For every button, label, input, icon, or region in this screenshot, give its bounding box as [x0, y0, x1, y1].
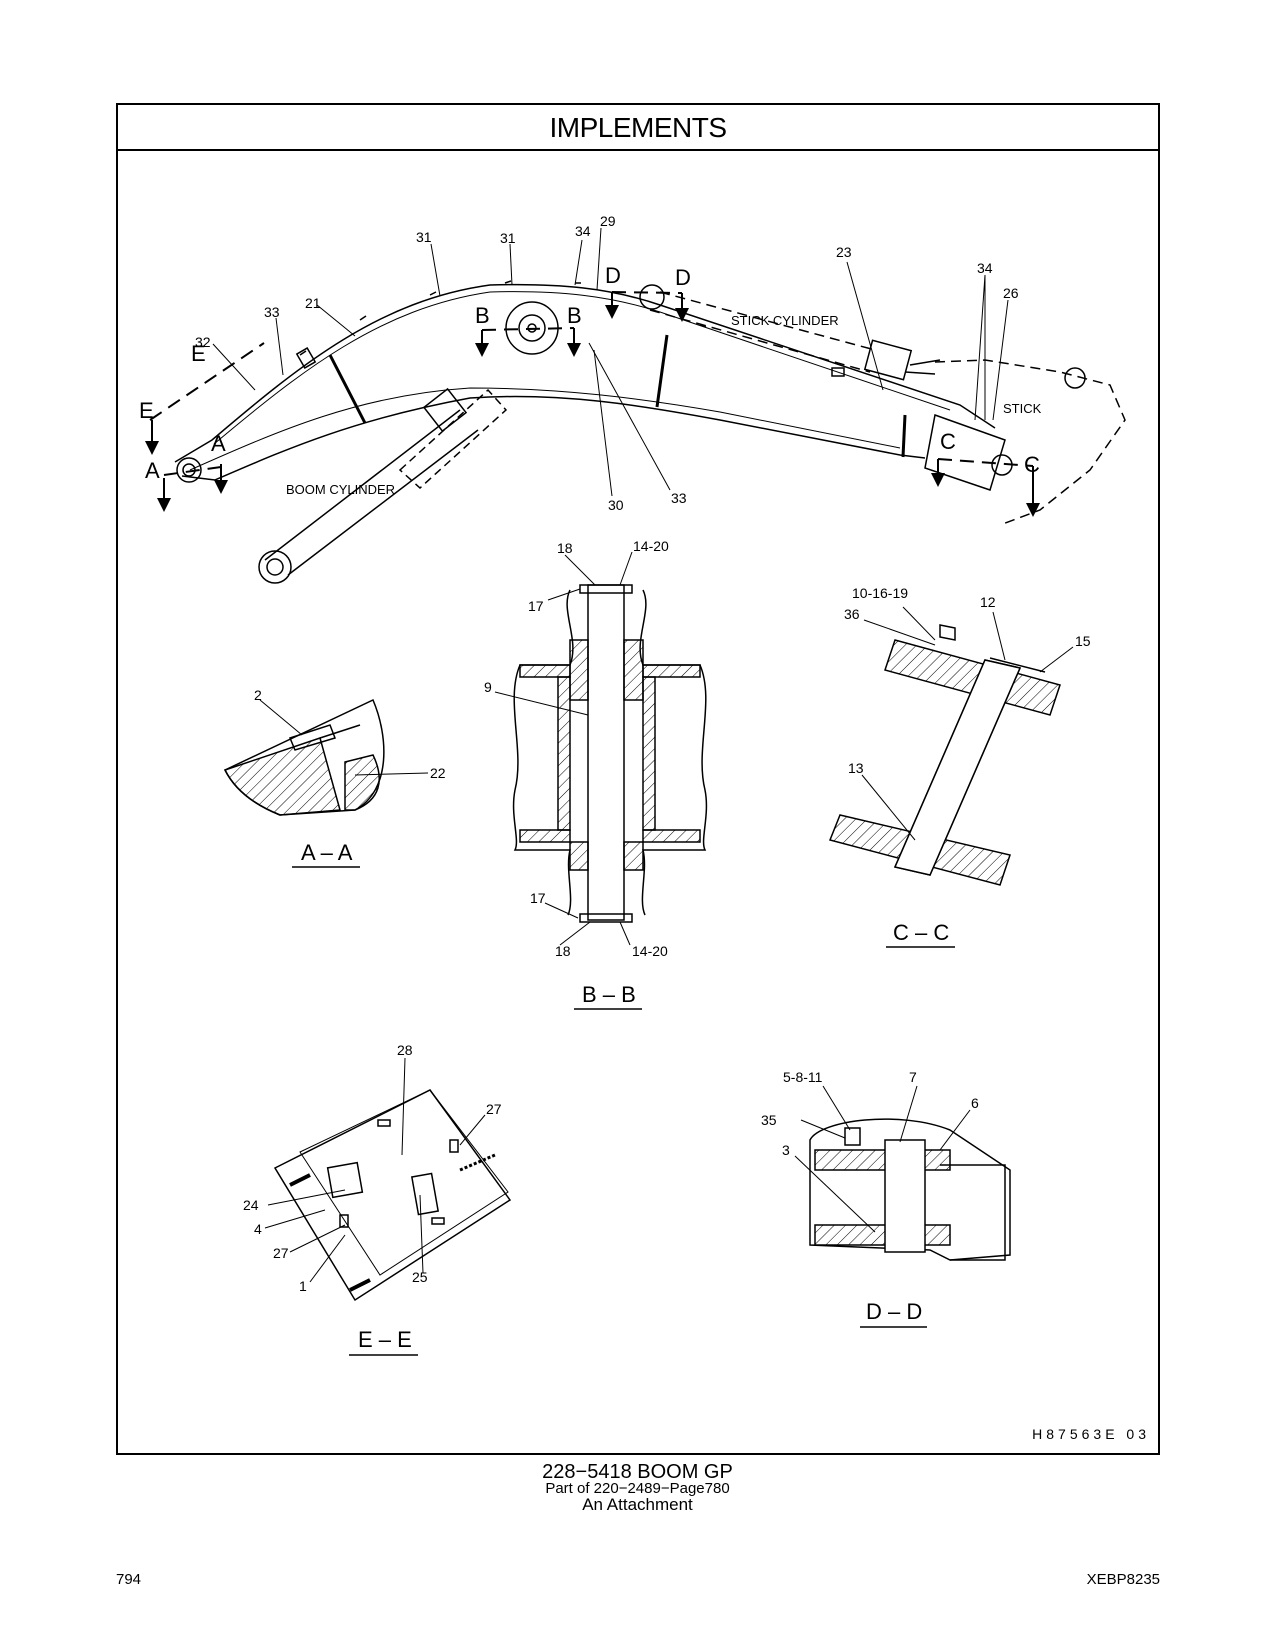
- svg-text:31: 31: [416, 229, 432, 245]
- svg-text:14-20: 14-20: [633, 538, 669, 554]
- cc-callouts: [861, 606, 1074, 841]
- svg-text:3: 3: [782, 1142, 790, 1158]
- svg-text:36: 36: [844, 606, 860, 622]
- svg-text:34: 34: [977, 260, 993, 276]
- svg-text:5-8-11: 5-8-11: [783, 1069, 823, 1085]
- bb-part-numbers: 18 14-20 17 9 17 18 14-20: [484, 538, 669, 959]
- svg-text:27: 27: [486, 1101, 502, 1117]
- document-id: XEBP8235: [1086, 1571, 1160, 1588]
- section-cc-title: C – C: [893, 920, 949, 945]
- page-title: IMPLEMENTS: [118, 105, 1158, 151]
- cc-part-numbers: 10-16-19 12 36 15 13: [844, 585, 1091, 776]
- svg-text:32: 32: [195, 334, 211, 350]
- svg-text:D: D: [605, 263, 621, 288]
- drawing-id: H87563E 03: [1032, 1426, 1150, 1442]
- svg-text:9: 9: [484, 679, 492, 695]
- section-cut-lines: [149, 291, 1034, 476]
- svg-text:14-20: 14-20: [632, 943, 668, 959]
- svg-text:A: A: [145, 458, 160, 483]
- page-number: 794: [116, 1571, 142, 1588]
- svg-text:A: A: [211, 431, 226, 456]
- group-title: 228−5418 BOOM GP: [542, 1461, 733, 1483]
- dd-callouts: [794, 1085, 971, 1233]
- svg-text:17: 17: [528, 598, 544, 614]
- aa-label-2: 2: [254, 687, 262, 703]
- svg-text:31: 31: [500, 230, 516, 246]
- ee-callouts: [264, 1057, 486, 1283]
- svg-text:C: C: [1024, 452, 1040, 477]
- svg-text:18: 18: [557, 540, 573, 556]
- section-ee-title: E – E: [358, 1327, 412, 1352]
- boom-cylinder-label: BOOM CYLINDER: [286, 482, 395, 497]
- main-view-callouts: [212, 227, 1009, 497]
- svg-text:B: B: [567, 303, 582, 328]
- section-dd-title: D – D: [866, 1299, 922, 1324]
- svg-text:10-16-19: 10-16-19: [852, 585, 908, 601]
- group-parent-reference: Part of 220−2489−Page780: [545, 1480, 730, 1497]
- section-e-e: [273, 1089, 512, 1302]
- aa-label-22: 22: [430, 765, 446, 781]
- svg-text:25: 25: [412, 1269, 428, 1285]
- svg-text:18: 18: [555, 943, 571, 959]
- section-b-b: [512, 584, 708, 923]
- stick-label: STICK: [1003, 401, 1042, 416]
- ee-part-numbers: 28 27 24 4 27 1 25: [243, 1042, 502, 1294]
- svg-text:17: 17: [530, 890, 546, 906]
- svg-text:21: 21: [305, 295, 321, 311]
- svg-text:1: 1: [299, 1278, 307, 1294]
- svg-text:34: 34: [575, 223, 591, 239]
- main-view-part-numbers: 31 31 34 29 23 34 26 33 21 32 30 33: [195, 213, 1019, 513]
- bb-callouts: [494, 551, 633, 946]
- section-bb-title: B – B: [582, 982, 636, 1007]
- svg-text:E: E: [139, 398, 154, 423]
- section-d-d: [809, 1118, 1011, 1261]
- svg-text:29: 29: [600, 213, 616, 229]
- svg-text:12: 12: [980, 594, 996, 610]
- svg-text:C: C: [940, 429, 956, 454]
- section-aa-title: A – A: [301, 840, 353, 865]
- svg-text:E: E: [191, 341, 206, 366]
- illustration-frame: IMPLEMENTS: [116, 103, 1160, 1455]
- group-type: An Attachment: [582, 1495, 693, 1514]
- svg-text:B: B: [475, 303, 490, 328]
- svg-text:23: 23: [836, 244, 852, 260]
- svg-text:13: 13: [848, 760, 864, 776]
- dd-part-numbers: 5-8-11 7 6 35 3: [761, 1069, 979, 1158]
- svg-text:4: 4: [254, 1221, 262, 1237]
- svg-text:28: 28: [397, 1042, 413, 1058]
- section-cut-arrows: [145, 292, 1040, 517]
- svg-text:D: D: [675, 265, 691, 290]
- svg-text:33: 33: [671, 490, 687, 506]
- svg-text:30: 30: [608, 497, 624, 513]
- svg-text:26: 26: [1003, 285, 1019, 301]
- section-a-a: [223, 698, 429, 816]
- svg-text:7: 7: [909, 1069, 917, 1085]
- svg-text:6: 6: [971, 1095, 979, 1111]
- svg-text:15: 15: [1075, 633, 1091, 649]
- svg-text:33: 33: [264, 304, 280, 320]
- svg-text:35: 35: [761, 1112, 777, 1128]
- section-letters: E E A A B B D D C C: [139, 263, 1040, 483]
- svg-text:24: 24: [243, 1197, 259, 1213]
- section-c-c: [828, 624, 1061, 886]
- stick-cylinder-label: STICK CYLINDER: [731, 313, 839, 328]
- svg-text:27: 27: [273, 1245, 289, 1261]
- boom-side-view: [174, 280, 1126, 584]
